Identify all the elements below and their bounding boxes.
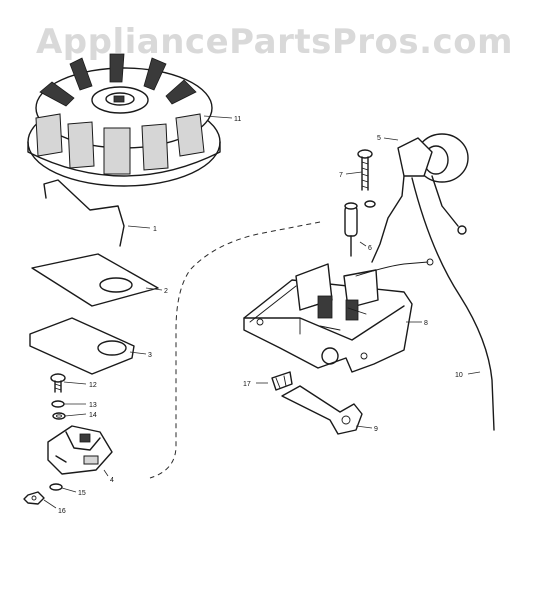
ignition-coil [371,133,469,263]
plate-gasket [31,253,159,307]
leader-lines [43,115,481,509]
assembly-dashed-line [149,221,321,479]
callout-17: 17 [243,381,251,388]
callout-16: 16 [58,508,66,515]
breaker-point-assembly [47,425,113,475]
callout-6: 6 [368,245,372,252]
condenser [344,202,358,257]
callout-2: 2 [164,288,168,295]
nut [49,483,63,491]
screw [23,491,45,505]
plate [29,317,135,375]
armature-mounting-plate [243,263,413,373]
callout-9: 9 [374,426,378,433]
callout-3: 3 [148,352,152,359]
cam-plate [281,385,363,435]
spacer [271,371,293,391]
callouts: 1 2 3 4 5 6 7 8 9 10 11 12 13 14 15 16 1… [58,116,463,515]
screw-and-washers [50,373,66,420]
callout-1: 1 [153,226,157,233]
callout-11: 11 [234,116,241,123]
wire-clip [43,179,125,247]
callout-5: 5 [377,135,381,142]
callout-15: 15 [78,490,86,497]
flywheel [27,53,221,187]
callout-10: 10 [455,372,463,379]
high-tension-lead [411,177,495,431]
callout-12: 12 [89,382,97,389]
callout-4: 4 [110,477,114,484]
coil-screw [357,149,376,208]
callout-7: 7 [339,172,343,179]
callout-14: 14 [89,412,97,419]
callout-13: 13 [89,402,97,409]
callout-8: 8 [424,320,428,327]
